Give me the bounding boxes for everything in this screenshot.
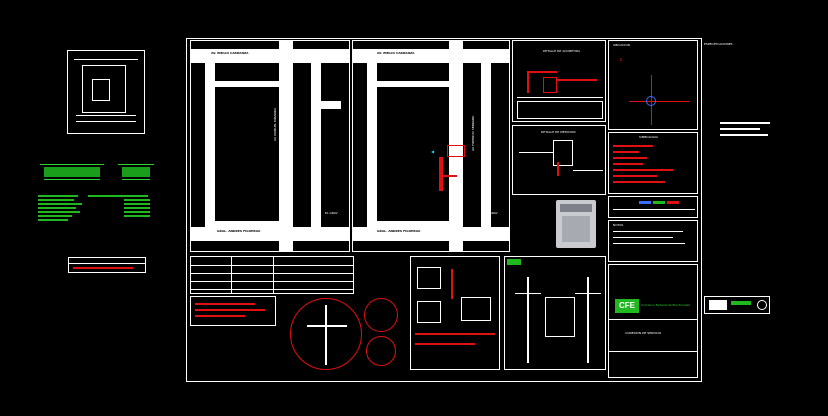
detail-acometida-title: DETALLE DE ACOMETIDA [543,49,581,53]
legend-header: SIMBOLOGIA [639,135,658,139]
seal-icon [757,300,767,310]
small-red-table [68,257,146,273]
side-logo-block [704,296,770,314]
cabinet-detail [67,50,145,134]
street-label-vertical-left: AV. MANUEL MIRANDA [273,107,277,141]
cable-table [608,196,698,218]
green-spec-list [38,195,158,229]
notes-panel: NOTAS [608,220,698,262]
street-label-vertical-right: AV. FIDENCIO SERRANO [471,115,475,151]
cfe-logo: CFE [615,299,639,313]
street-label-corner-left: EL GRAV [325,211,338,215]
street-label-corner-right: EL GRAV [485,211,498,215]
pole-elevation [504,256,606,370]
project-title: CONEXION DE SERVICIO [625,331,662,335]
detail-medicion-title: DETALLE DE MEDICION [541,130,576,134]
foundation-elevation [40,164,104,183]
north-arrow-icon: ⇕ [619,57,623,62]
north-flag-icon: ◀ [431,149,435,154]
site-map-right: AV. EMILIO CARRANZA AV. FIDENCIO SERRANO… [352,40,510,252]
foundation-section [118,164,154,183]
connector-detail-circle-top [364,298,398,332]
materials-table [190,256,354,294]
red-summary-table [190,296,276,326]
notes-header: NOTAS [613,223,624,227]
cabinet-outline [82,65,126,113]
meter-box [92,79,110,101]
connector-detail-circle-bottom [366,336,396,366]
company-subtitle: Comision Federal de Electricidad [641,303,691,307]
detail-medicion: DETALLE DE MEDICION [512,125,606,195]
installation-detail [410,256,500,370]
specs-header: ESPECIFICACIONES [704,42,733,46]
legend-panel: SIMBOLOGIA [608,132,698,194]
site-map-left: AV. EMILIO CARRANZA AV. MANUEL MIRANDA G… [190,40,350,252]
location-panel: UBICACION ⇕ [608,40,698,130]
location-header: UBICACION [613,43,630,47]
location-target-icon [646,96,656,106]
detail-acometida: DETALLE DE ACOMETIDA [512,40,606,122]
title-block: CFE Comision Federal de Electricidad CON… [608,264,698,378]
street-label-bottom-left: GRAL. ANDRES FIGUEROA [217,229,261,233]
pole-detail-circle [290,298,362,370]
meter-cabinet-render [556,200,596,248]
street-label-bottom-right: GRAL. ANDRES FIGUEROA [377,229,421,233]
drawing-sheet [186,38,702,382]
street-label-top-left: AV. EMILIO CARRANZA [211,51,249,55]
specs-side-panel: ESPECIFICACIONES [704,40,784,150]
service-point-marker [439,145,469,193]
street-label-top-right: AV. EMILIO CARRANZA [377,51,415,55]
